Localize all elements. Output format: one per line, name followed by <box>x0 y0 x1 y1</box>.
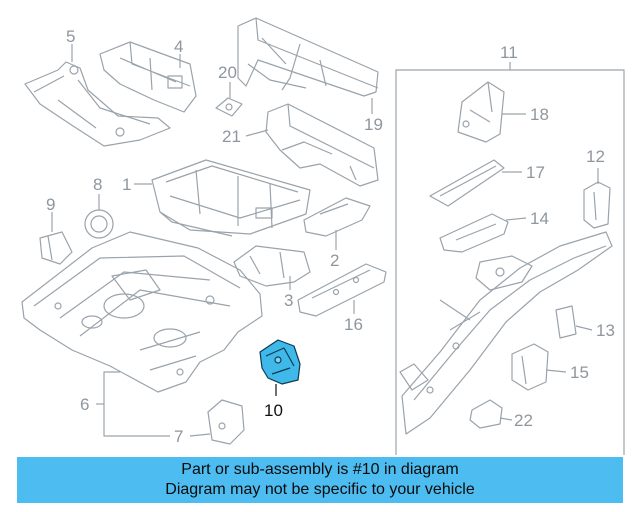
callout-3: 3 <box>284 291 293 310</box>
part-9-bracket <box>39 231 73 265</box>
callout-5: 5 <box>66 27 75 46</box>
callout-21: 21 <box>222 127 241 146</box>
part-7-bracket <box>207 399 245 445</box>
part-10-highlighted[interactable] <box>259 339 301 385</box>
callout-11: 11 <box>500 43 518 62</box>
callout-6: 6 <box>80 395 89 414</box>
part-22-bracket <box>469 399 503 429</box>
part-8-grommet <box>84 209 114 239</box>
callout-20: 20 <box>218 63 237 82</box>
callout-18: 18 <box>530 105 549 124</box>
leader-lines <box>51 44 599 437</box>
callout-8: 8 <box>93 175 102 194</box>
banner-line-2: Diagram may not be specific to your vehi… <box>165 481 475 498</box>
callout-22: 22 <box>514 411 533 430</box>
callout-10: 10 <box>264 401 283 420</box>
part-4-bracket <box>99 41 197 113</box>
part-16-reinforcement <box>297 263 387 317</box>
part-3-bracket <box>233 245 311 287</box>
part-1-floor-panel <box>151 159 311 237</box>
group-11-box <box>395 69 625 455</box>
part-13-plate <box>555 305 577 339</box>
part-18-bracket <box>457 81 505 143</box>
callout-13: 13 <box>596 321 615 340</box>
callout-16: 16 <box>344 315 363 334</box>
part-2-bracket <box>303 197 371 237</box>
callout-17: 17 <box>526 163 545 182</box>
part-17-rail-strip <box>429 159 505 207</box>
parts-diagram: 5 4 20 19 21 1 8 9 2 3 16 6 7 11 18 12 1… <box>21 17 625 455</box>
callout-9: 9 <box>46 195 55 214</box>
part-21-rail-member <box>265 103 379 187</box>
callout-2: 2 <box>330 251 339 270</box>
callout-19: 19 <box>364 115 383 134</box>
part-6-floor-pan <box>21 231 263 393</box>
info-banner: Part or sub-assembly is #10 in diagram D… <box>17 457 623 503</box>
callout-15: 15 <box>570 363 589 382</box>
part-11-side-member <box>399 231 613 435</box>
callout-4: 4 <box>174 37 183 56</box>
part-19-rear-rail <box>237 17 379 97</box>
part-15-bracket <box>511 343 549 391</box>
part-12-bracket <box>583 181 611 229</box>
part-20-plate <box>215 97 243 117</box>
callout-14: 14 <box>530 209 549 228</box>
part-14-bracket <box>439 213 509 253</box>
banner-line-1: Part or sub-assembly is #10 in diagram <box>181 461 459 478</box>
callout-12: 12 <box>586 147 605 166</box>
callout-1: 1 <box>122 175 131 194</box>
part-5-rear-crossmember <box>24 61 171 147</box>
callout-7: 7 <box>174 427 183 446</box>
